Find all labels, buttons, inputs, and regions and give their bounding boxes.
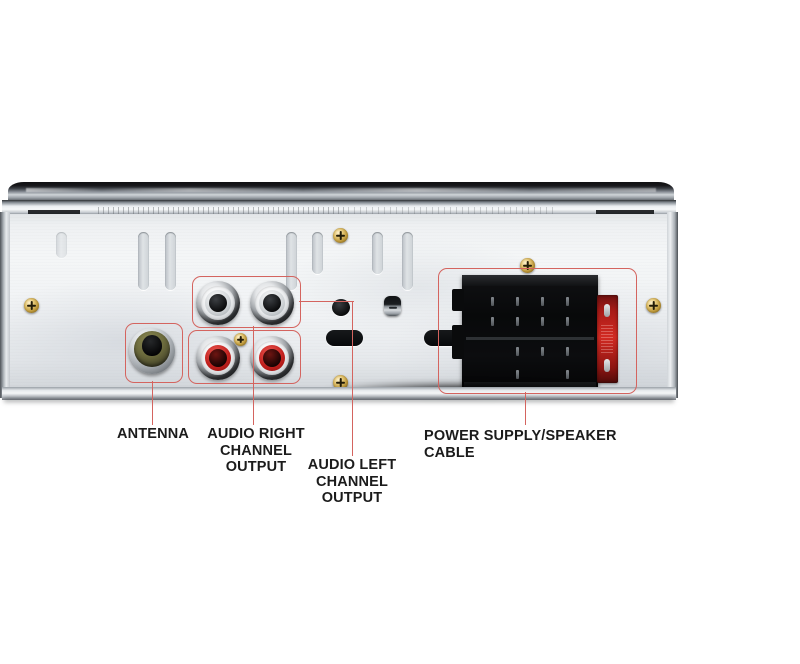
fuse-holder[interactable] <box>597 295 618 383</box>
antenna-leader-line <box>152 381 154 425</box>
rca-center-hole <box>209 294 227 312</box>
chassis-screw <box>646 298 661 313</box>
audio-left-callout-box <box>188 330 301 384</box>
connector-pin <box>566 297 569 306</box>
car-stereo-rear-panel-photo <box>0 182 678 404</box>
rca-center-hole <box>263 349 281 367</box>
connector-pin <box>516 317 519 326</box>
connector-pin <box>566 347 569 356</box>
connector-pin <box>516 297 519 306</box>
vent-slot <box>286 232 297 290</box>
rca-jack-red-left[interactable] <box>196 336 240 380</box>
chassis-metal-strip <box>2 200 676 216</box>
vent-slot <box>312 232 323 274</box>
fuse-holder-text <box>601 325 613 355</box>
cable-hole <box>332 299 350 316</box>
chassis-top-lip <box>8 182 674 204</box>
audio-right-leader-line <box>253 326 255 425</box>
power-supply-leader-line <box>525 392 527 425</box>
connector-keyway-upper <box>452 289 464 311</box>
fuse-slot-top <box>604 304 610 317</box>
connector-pin <box>516 370 519 379</box>
vent-slot <box>56 232 67 258</box>
rca-center-hole <box>263 294 281 312</box>
chassis-screw <box>520 258 535 273</box>
vent-slot <box>402 232 413 290</box>
connector-pin <box>541 317 544 326</box>
fuse-slot-bottom <box>604 359 610 372</box>
panel-edge-left <box>0 212 10 398</box>
connector-divider <box>466 337 594 340</box>
audio-right-leader-elbow <box>299 301 354 303</box>
panel-bottom-edge <box>2 387 676 400</box>
vent-slot <box>372 232 383 274</box>
power-supply-callout-box <box>438 268 637 394</box>
chassis-notch-left <box>28 210 80 215</box>
cable-slot <box>424 330 461 346</box>
chassis-notch-right <box>596 210 654 215</box>
panel-edge-right <box>667 212 678 398</box>
audio-left-leader-line <box>352 301 354 456</box>
vent-slot <box>165 232 176 290</box>
vent-slot <box>138 232 149 290</box>
audio-left-channel-output-label: AUDIO LEFT CHANNEL OUTPUT <box>307 457 397 506</box>
connector-pin <box>541 347 544 356</box>
panel-drop-shadow <box>4 398 674 404</box>
rca-jack-white-right[interactable] <box>250 281 294 325</box>
connector-pin <box>491 297 494 306</box>
connector-top-ledge <box>462 275 598 286</box>
cable-slot <box>326 330 363 346</box>
rca-center-hole <box>209 349 227 367</box>
connector-pin <box>491 317 494 326</box>
connector-pin <box>541 297 544 306</box>
audio-right-callout-box <box>192 276 301 328</box>
connector-keyway-lower <box>452 325 464 359</box>
ground-post <box>234 333 247 346</box>
iso-power-speaker-connector[interactable] <box>452 275 598 391</box>
antenna-socket[interactable] <box>129 328 175 374</box>
connector-pin <box>566 317 569 326</box>
chassis-bolt <box>384 296 401 316</box>
rca-jack-red-right[interactable] <box>250 336 294 380</box>
antenna-socket-pin <box>142 335 162 356</box>
rca-jack-white-left[interactable] <box>196 281 240 325</box>
chassis-screw <box>24 298 39 313</box>
antenna-callout-box <box>125 323 183 383</box>
connector-pin <box>566 370 569 379</box>
antenna-label: ANTENNA <box>117 426 189 442</box>
connector-pin <box>516 347 519 356</box>
audio-right-channel-output-label: AUDIO RIGHT CHANNEL OUTPUT <box>207 426 305 475</box>
power-supply-speaker-cable-label: POWER SUPPLY/SPEAKER CABLE <box>424 428 617 461</box>
chassis-screw <box>333 228 348 243</box>
